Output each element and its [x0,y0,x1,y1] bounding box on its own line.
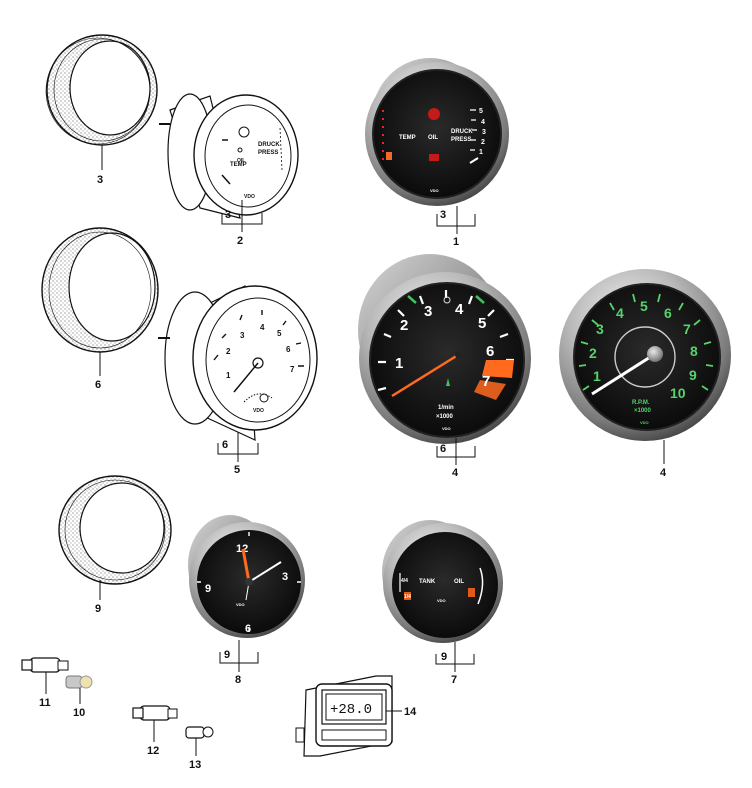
line-druck-label: DRUCK [258,142,280,148]
callout-2: 2 [237,235,243,247]
line-brand-label: VDO [244,194,255,200]
line-oil-label: OIL [237,158,245,164]
tach-black-2: 2 [400,317,408,334]
callout-10: 10 [73,707,85,719]
callout-1: 1 [453,236,459,248]
tach-black-unit2: ×1000 [436,414,454,420]
fuel-brand: VDO [437,598,446,603]
oil-druck-label: DRUCK [451,129,473,135]
callout-5: 5 [234,464,240,476]
line-temp-label: TEMP [230,162,247,168]
callout-3-ring-top: 3 [97,174,103,186]
oil-gauge-photo-1: TEMP OIL DRUCK PRESS 5 4 3 2 1 VDO [365,58,509,206]
oil-scale-4: 4 [481,119,485,126]
line-tach-3: 3 [240,331,245,340]
line-tach-6: 6 [286,345,291,354]
callout-3-bracket-gauge2: 3 [225,209,231,221]
fuel-oil-label: OIL [454,579,464,585]
callout-6-ring-middle: 6 [95,379,101,391]
clock-brand: VDO [236,602,245,607]
callout-12: 12 [147,745,159,757]
tach-green-10: 10 [670,385,686,401]
fuel-tank-label: TANK [419,579,436,585]
tach-black-4: 4 [455,301,464,318]
oil-scale-1: 1 [479,149,483,156]
clock-12: 12 [236,543,248,555]
callout-14: 14 [404,706,417,718]
tach-green-5: 5 [640,298,648,314]
callout-11: 11 [39,697,51,709]
tach-green-7: 7 [683,321,691,337]
tachometer-black-photo-4: 1 2 3 4 5 6 7 1/min ×1000 VDO [358,254,531,444]
oil-scale-5: 5 [479,108,483,115]
tach-black-1: 1 [395,355,403,372]
clock-9: 9 [205,583,211,595]
callout-9-ring-bottom: 9 [95,603,101,615]
line-tach-5: 5 [277,329,282,338]
tach-black-7: 7 [482,373,490,390]
clock-6: 6 [245,623,251,635]
bulb-10 [65,675,93,689]
line-tach-7: 7 [290,365,295,374]
bulb-holder-11 [21,657,69,673]
callout-8: 8 [235,674,241,686]
tach-black-unit1: 1/min [438,405,454,411]
tachometer-line-drawing-5: 1 2 3 4 5 6 7 VDO [158,285,318,441]
digital-display-14: +28.0 [295,675,393,757]
line-tach-brand: VDO [253,408,264,414]
tach-black-6: 6 [486,343,494,360]
line-tach-4: 4 [260,323,265,332]
callout-6-bracket-gauge4: 6 [440,443,446,455]
callout-7: 7 [451,674,457,686]
tach-green-unit1: R.P.M. [632,400,650,406]
tach-green-4: 4 [616,305,624,321]
callout-6-bracket-gauge5: 6 [222,439,228,451]
tach-green-1: 1 [593,368,601,384]
tach-black-3: 3 [424,303,432,320]
trim-ring-9-bottom [58,475,172,585]
fuel-scale-full: 4/4 [401,578,408,584]
bulb-13 [185,726,214,739]
clock-photo-8: 12 3 6 9 VDO [188,515,305,638]
bulb-holder-12 [132,705,178,721]
tach-green-9: 9 [689,367,697,383]
oil-scale-2: 2 [481,139,485,146]
tach-green-8: 8 [690,343,698,359]
oil-gauge-line-drawing-2: TEMP OIL DRUCK PRESS VDO [159,93,299,219]
display-reading: +28.0 [330,702,372,718]
callout-9-bracket-fuel: 9 [441,651,447,663]
tach-green-2: 2 [589,345,597,361]
line-tach-2: 2 [226,347,231,356]
line-tach-1: 1 [226,371,231,380]
trim-ring-3-top [45,34,158,146]
line-press-label: PRESS [258,150,278,156]
tachometer-green-photo-4: 1 2 3 4 5 6 7 8 9 10 R.P.M. ×1000 VDO [559,269,731,441]
tach-black-brand: VDO [442,426,451,431]
clock-3: 3 [282,571,288,583]
callout-4-green-tach: 4 [660,467,667,479]
callout-13: 13 [189,759,201,771]
fuel-scale-quarter: 1/4 [404,594,411,600]
tach-black-5: 5 [478,315,486,332]
callout-9-bracket-clock: 9 [224,649,230,661]
fuel-oil-gauge-photo-7: 4/4 1/4 TANK OIL VDO [382,520,503,643]
oil-temp-label: TEMP [399,135,416,141]
tach-green-unit2: ×1000 [634,408,652,414]
tach-green-6: 6 [664,305,672,321]
tach-green-3: 3 [596,321,604,337]
tach-green-brand: VDO [640,420,649,425]
oil-scale-3: 3 [482,129,486,136]
oil-brand-label: VDO [430,188,439,193]
oil-oil-label: OIL [428,135,438,141]
callout-4-black-tach: 4 [452,467,459,479]
oil-press-label: PRESS [451,137,471,143]
trim-ring-6-middle [41,227,159,353]
callout-3-bracket-gauge1: 3 [440,209,446,221]
